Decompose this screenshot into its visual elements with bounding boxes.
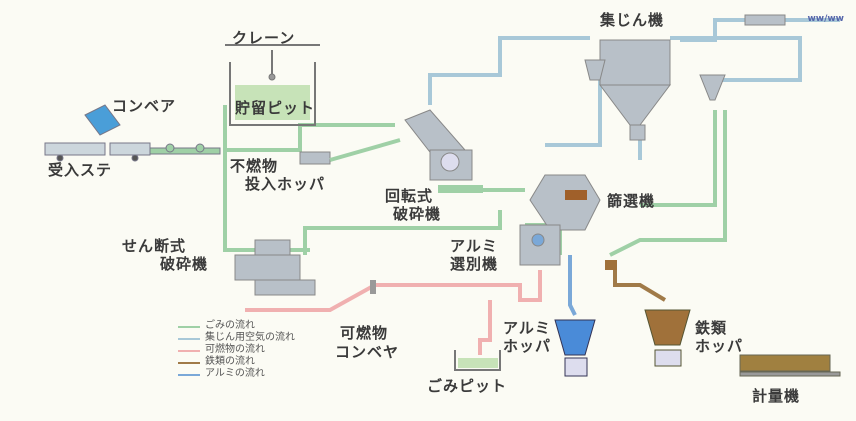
storage-pit	[225, 44, 320, 126]
air-flow-line	[428, 36, 590, 105]
legend-swatch	[178, 350, 200, 352]
legend-item: アルミの流れ	[205, 368, 265, 379]
label-shear-b: 破砕機	[160, 255, 209, 273]
label-combustible-a: 可燃物	[340, 324, 389, 342]
label-unloading: 受入ステ	[48, 161, 113, 179]
label-crane: クレーン	[232, 29, 296, 47]
garbage-pit	[454, 350, 501, 371]
legend-item: 集じん用空気の流れ	[205, 332, 295, 343]
label-iron-hopper-a: 鉄類	[695, 319, 728, 337]
air-flow-line	[545, 80, 602, 147]
label-storage-pit: 貯留ピット	[235, 99, 316, 117]
label-alum-hopper-a: アルミ	[503, 319, 551, 337]
label-alum-sep-b: 選別機	[450, 255, 499, 273]
legend-item: 鉄類の流れ	[205, 356, 255, 367]
label-alum-sep-a: アルミ	[450, 237, 498, 255]
label-rotary-b: 破砕機	[393, 205, 442, 223]
dust-collector	[584, 14, 786, 141]
alum-separator	[519, 224, 561, 266]
waste-flow-line	[303, 210, 502, 255]
legend-swatch	[178, 338, 200, 340]
waste-flow-line	[609, 110, 727, 257]
scale-equipment	[739, 354, 841, 377]
corner-logo: ww/ww	[807, 14, 844, 24]
label-nf-hopper-a: 不燃物	[230, 157, 279, 175]
unloading-area	[44, 104, 221, 162]
label-sorter: 篩選機	[607, 192, 656, 210]
combustible-line	[245, 270, 542, 312]
waste-flow-line	[225, 123, 395, 152]
label-combustible-b: コンベヤ	[335, 343, 400, 361]
iron-flow-line	[613, 260, 667, 302]
legend-item: 可燃物の流れ	[205, 344, 265, 355]
sorter-equipment	[529, 174, 601, 231]
legend-swatch	[178, 374, 200, 376]
label-scale: 計量機	[752, 387, 801, 405]
rotary-crusher	[404, 109, 483, 193]
label-nf-hopper-b: 投入ホッパ	[245, 175, 326, 193]
label-conveyor: コンベア	[112, 97, 177, 115]
iron-hopper	[644, 309, 691, 367]
hopper-conveyor	[299, 138, 401, 165]
legend-swatch	[178, 326, 200, 328]
air-flow-line	[670, 36, 802, 82]
shear-crusher	[234, 239, 316, 296]
label-garbage-pit: ごみピット	[427, 377, 508, 395]
waste-flow-line	[640, 110, 717, 207]
label-dust-collector: 集じん機	[600, 11, 665, 29]
alum-hopper	[554, 319, 596, 377]
alum-flow-line	[568, 255, 577, 316]
legend-item: ごみの流れ	[205, 320, 255, 331]
label-iron-hopper-b: ホッパ	[695, 337, 744, 355]
label-rotary-a: 回転式	[385, 187, 434, 205]
label-shear-a: せん断式	[122, 237, 187, 255]
combustible-line	[478, 300, 492, 355]
legend-swatch	[178, 362, 200, 364]
label-alum-hopper-b: ホッパ	[503, 337, 552, 355]
